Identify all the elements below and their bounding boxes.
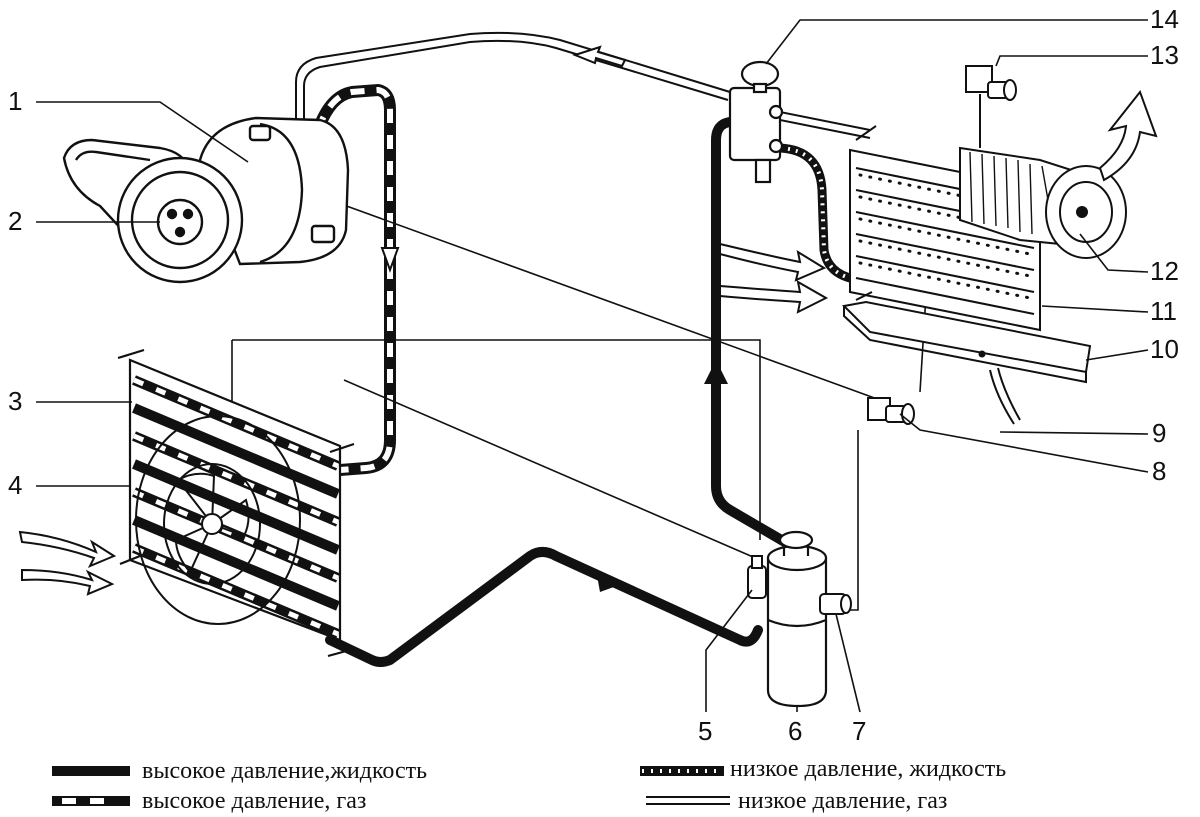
pressure-switch-7 bbox=[819, 593, 852, 615]
flow-arrow-high-gas bbox=[380, 247, 400, 273]
callout-1: 1 bbox=[8, 86, 23, 116]
legend-swatch-high-gas bbox=[52, 796, 130, 806]
air-outflow-arrow bbox=[1098, 89, 1158, 182]
callout-12: 12 bbox=[1150, 256, 1179, 286]
callout-9: 9 bbox=[1152, 418, 1167, 448]
condenser bbox=[117, 348, 355, 658]
leader-lines bbox=[36, 19, 1149, 713]
high-pressure-gas-line bbox=[312, 83, 396, 476]
temperature-sensor-13 bbox=[965, 65, 1017, 148]
legend-label-high-liquid: высокое давление,жидкость bbox=[142, 758, 428, 784]
legend-label-high-gas: высокое давление, газ bbox=[142, 788, 367, 814]
callout-10: 10 bbox=[1150, 334, 1179, 364]
legend-label-low-gas: низкое давление, газ bbox=[738, 788, 948, 814]
callout-2: 2 bbox=[8, 206, 23, 236]
legend-low-gas: низкое давление, газ bbox=[738, 788, 947, 814]
air-flow-arrows-evaporator bbox=[719, 242, 829, 314]
callout-5: 5 bbox=[698, 716, 713, 746]
pressure-switch-5 bbox=[747, 555, 767, 599]
legend-swatch-high-liquid bbox=[52, 766, 130, 776]
flow-arrow-high-liquid-1 bbox=[596, 570, 622, 592]
legend-label-low-liquid: низкое давление, жидкость bbox=[730, 756, 1007, 782]
condenser-fan bbox=[135, 415, 301, 625]
callout-14: 14 bbox=[1150, 4, 1179, 34]
callout-7: 7 bbox=[852, 716, 867, 746]
air-flow-arrows-condenser bbox=[18, 530, 117, 596]
callout-4: 4 bbox=[8, 470, 23, 500]
callout-3: 3 bbox=[8, 386, 23, 416]
legend-low-liquid: низкое давление, жидкость bbox=[730, 756, 1006, 782]
legend-swatch-low-gas bbox=[646, 796, 730, 805]
callout-13: 13 bbox=[1150, 40, 1179, 70]
legend-high-gas: высокое давление, газ bbox=[142, 788, 366, 814]
flow-arrow-low-gas bbox=[572, 45, 627, 68]
callout-8: 8 bbox=[1152, 456, 1167, 486]
high-pressure-liquid-line bbox=[325, 117, 795, 667]
legend-high-liquid: высокое давление,жидкость bbox=[142, 758, 427, 784]
pressure-sensor-8 bbox=[867, 397, 915, 425]
callout-6: 6 bbox=[788, 716, 803, 746]
receiver-drier bbox=[766, 530, 828, 708]
low-pressure-liquid-line bbox=[779, 143, 1031, 305]
expansion-valve bbox=[728, 60, 784, 184]
legend-swatch-low-liquid bbox=[640, 766, 724, 776]
blower-fan bbox=[959, 146, 1127, 259]
flow-arrow-high-liquid-2 bbox=[704, 360, 728, 384]
callout-11: 11 bbox=[1150, 296, 1177, 326]
compressor bbox=[62, 116, 350, 284]
drain-tray bbox=[841, 300, 1092, 425]
